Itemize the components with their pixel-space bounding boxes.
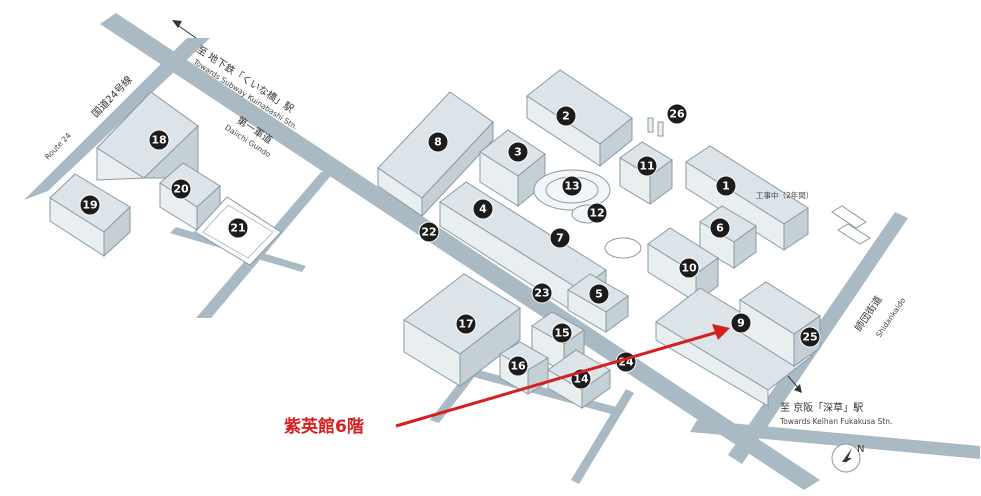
marker-number: 6 — [716, 222, 724, 235]
marker-number: 23 — [534, 287, 549, 300]
marker-number: 19 — [82, 199, 97, 212]
callout-label: 紫英館6階 — [284, 416, 364, 437]
marker-circle — [507, 355, 529, 377]
marker-4: 4 — [472, 198, 494, 220]
route24-road — [24, 38, 210, 200]
marker-circle — [588, 283, 610, 305]
keihan-direction-arrow — [787, 375, 802, 393]
marker-circle — [551, 322, 573, 344]
marker-number: 9 — [737, 317, 745, 330]
marker-circle — [709, 217, 731, 239]
marker-15: 15 — [551, 322, 573, 344]
subway-direction-arrow — [172, 20, 197, 39]
marker-5: 5 — [588, 283, 610, 305]
south-road-2 — [571, 389, 634, 484]
marker-circle — [531, 282, 553, 304]
marker-23: 23 — [531, 282, 553, 304]
marker-number: 8 — [434, 136, 442, 149]
marker-18: 18 — [148, 129, 170, 151]
marker-9: 9 — [730, 312, 752, 334]
building-17 — [403, 273, 521, 388]
marker-13: 13 — [561, 175, 583, 197]
marker-circle — [715, 175, 737, 197]
marker-number: 16 — [510, 360, 526, 373]
marker-circle — [555, 105, 577, 127]
buildings-main — [377, 69, 871, 407]
marker-number: 7 — [556, 232, 564, 245]
construction-label: 工事中（2年間） — [756, 190, 813, 200]
marker-6: 6 — [709, 217, 731, 239]
marker-number: 11 — [639, 160, 654, 173]
marker-circle — [148, 129, 170, 151]
marker-circle — [678, 257, 700, 279]
marker-12: 12 — [586, 202, 608, 224]
marker-number: 4 — [479, 203, 487, 216]
marker-circle — [418, 221, 440, 243]
marker-circle — [666, 103, 688, 125]
marker-circle — [427, 131, 449, 153]
marker-number: 21 — [230, 222, 245, 235]
marker-circle — [549, 227, 571, 249]
marker-number: 13 — [564, 180, 579, 193]
plaza-circle — [604, 237, 642, 259]
marker-17: 17 — [455, 313, 477, 335]
marker-circle — [507, 141, 529, 163]
building-18 — [96, 91, 199, 181]
marker-number: 25 — [802, 331, 817, 344]
marker-21: 21 — [227, 217, 249, 239]
keihan-road — [690, 420, 980, 459]
marker-circle — [227, 217, 249, 239]
marker-19: 19 — [79, 194, 101, 216]
marker-circle — [730, 312, 752, 334]
marker-3: 3 — [507, 141, 529, 163]
marker-8: 8 — [427, 131, 449, 153]
marker-number: 3 — [514, 146, 522, 159]
marker-20: 20 — [170, 178, 192, 200]
building-26 — [647, 117, 664, 137]
marker-26: 26 — [666, 103, 688, 125]
marker-16: 16 — [507, 355, 529, 377]
marker-circle — [561, 175, 583, 197]
marker-circle — [586, 202, 608, 224]
marker-number: 22 — [421, 226, 436, 239]
building-1 — [685, 145, 809, 251]
direction-arrows — [172, 20, 802, 393]
marker-number: 17 — [458, 318, 473, 331]
marker-11: 11 — [636, 155, 658, 177]
marker-number: 5 — [595, 288, 603, 301]
callout-arrow — [395, 324, 730, 428]
marker-22: 22 — [418, 221, 440, 243]
marker-number: 12 — [589, 207, 604, 220]
marker-number: 15 — [554, 327, 569, 340]
building-10 — [647, 227, 719, 303]
marker-25: 25 — [799, 326, 821, 348]
north-compass: N — [831, 443, 864, 473]
main-diagonal-road — [100, 13, 820, 490]
marker-1: 1 — [715, 175, 737, 197]
marker-circle — [636, 155, 658, 177]
marker-number: 14 — [573, 373, 589, 386]
marker-circle — [472, 198, 494, 220]
marker-circle — [455, 313, 477, 335]
marker-number: 1 — [722, 180, 730, 193]
marker-10: 10 — [678, 257, 700, 279]
keihan-label-ja: 至 京阪「深草」駅 — [780, 401, 863, 414]
marker-number: 26 — [669, 108, 685, 121]
marker-circle — [79, 194, 101, 216]
marker-number: 2 — [562, 110, 570, 123]
marker-7: 7 — [549, 227, 571, 249]
marker-number: 20 — [173, 183, 189, 196]
construction-area — [831, 205, 871, 245]
keihan-label-en: Towards Keihan Fukakusa Stn. — [779, 417, 892, 426]
marker-number: 10 — [681, 262, 697, 275]
marker-circle — [799, 326, 821, 348]
marker-2: 2 — [555, 105, 577, 127]
building-2 — [526, 69, 633, 168]
marker-number: 18 — [151, 134, 166, 147]
north-label: N — [857, 444, 864, 455]
marker-circle — [170, 178, 192, 200]
